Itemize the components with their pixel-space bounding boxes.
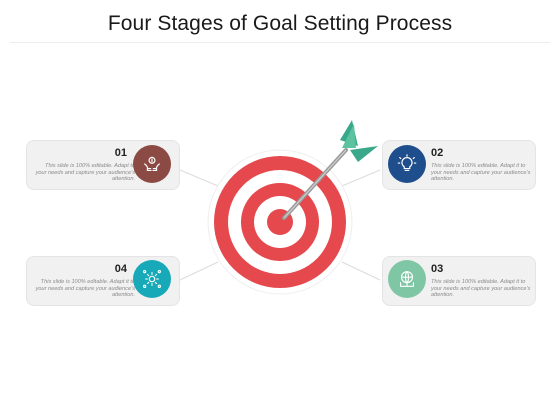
stage-badge-01 <box>133 145 171 183</box>
page-title: Four Stages of Goal Setting Process <box>107 12 453 35</box>
stage-badge-04 <box>133 260 171 298</box>
stage-badge-03 <box>388 260 426 298</box>
connector-02 <box>341 169 381 187</box>
gear-network-icon <box>143 270 161 288</box>
hands-money-icon <box>144 156 160 172</box>
arrow-icon <box>282 120 378 220</box>
stage-number: 03 <box>431 263 444 275</box>
stage-description: This slide is 100% editable. Adapt to yo… <box>35 163 135 183</box>
stage-number: 01 <box>114 147 127 159</box>
globe-network-icon <box>400 271 414 287</box>
stage-description: This slide is 100% editable. Adapt it to… <box>431 279 531 299</box>
bullseye-target <box>207 149 353 295</box>
title-divider <box>10 42 550 43</box>
lightbulb-icon <box>397 154 417 172</box>
stage-badge-02 <box>388 145 426 183</box>
stage-number: 02 <box>431 147 444 159</box>
stage-description: This slide is 100% editable. Adapt it to… <box>431 163 531 183</box>
connector-03 <box>341 261 381 281</box>
connector-04 <box>179 261 219 281</box>
stage-number: 04 <box>114 263 127 275</box>
connector-01 <box>179 169 219 187</box>
stage-description: This slide is 100% editable. Adapt it to… <box>35 279 135 299</box>
